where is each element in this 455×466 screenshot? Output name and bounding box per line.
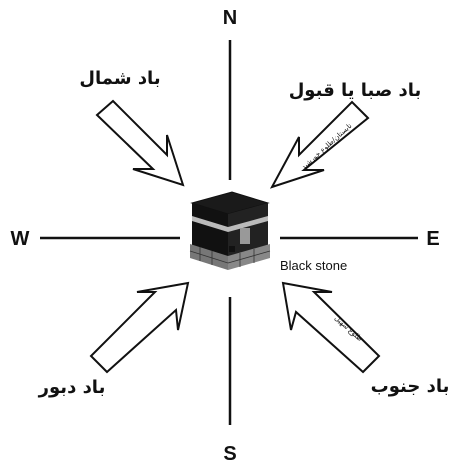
north-label: N xyxy=(223,7,237,29)
east-label: E xyxy=(426,228,439,250)
east-wind-arrow xyxy=(269,100,370,189)
south-wind-label: باد جنوب xyxy=(371,376,450,397)
west-label: W xyxy=(11,228,30,250)
east-wind-label: باد صبا یا قبول xyxy=(289,80,422,101)
compass-axes xyxy=(40,40,418,425)
west-wind-arrow xyxy=(89,281,190,374)
north-wind-label: باد شمال xyxy=(79,68,160,89)
north-wind-arrow xyxy=(95,99,185,187)
kaaba-icon xyxy=(189,191,271,270)
south-wind-arrow xyxy=(281,281,381,374)
south-label: S xyxy=(223,443,236,465)
west-wind-label: باد دبور xyxy=(38,377,106,398)
black-stone-label: Black stone xyxy=(280,258,347,273)
